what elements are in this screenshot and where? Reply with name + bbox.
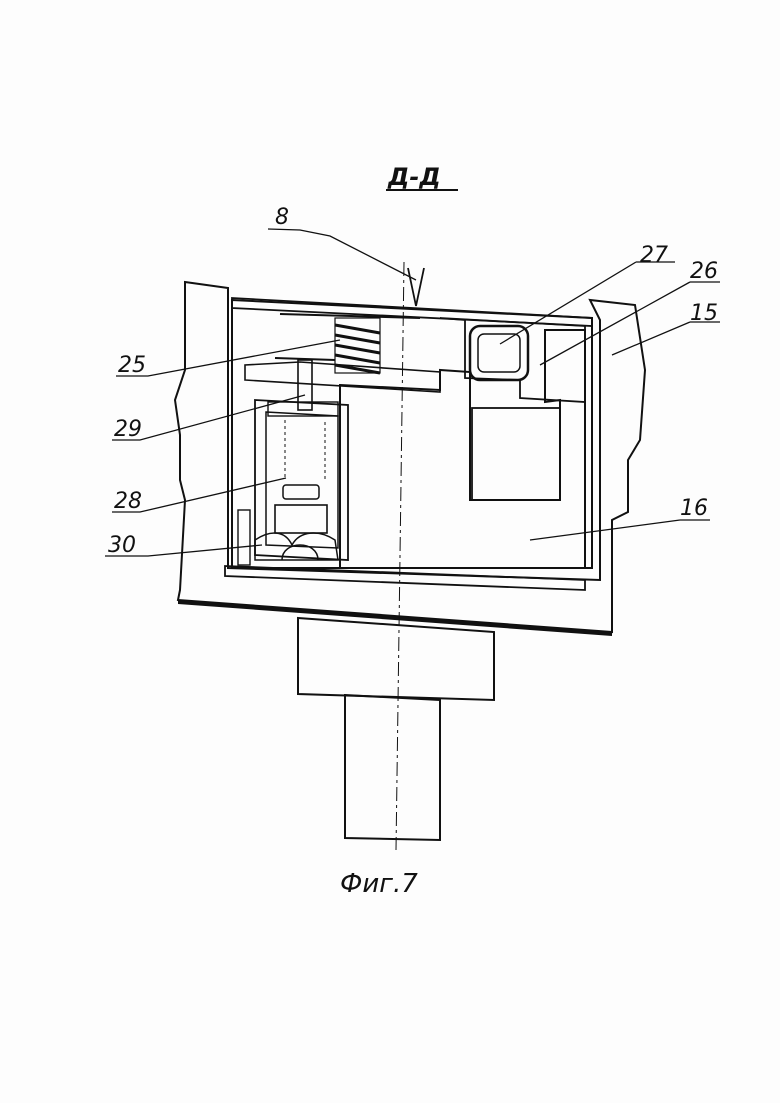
figure-caption: Фиг.7 (340, 869, 418, 899)
callout-8: 8 (275, 205, 289, 230)
shaft (345, 695, 440, 840)
callout-16: 16 (680, 496, 708, 521)
pointer-needle (408, 268, 424, 306)
section-title: Д-Д (387, 163, 441, 191)
callout-25: 25 (118, 353, 146, 378)
callout-15: 15 (690, 301, 718, 326)
callout-30: 30 (108, 533, 136, 558)
shaft-collar (298, 618, 494, 700)
base-plate (178, 600, 612, 636)
callout-26: 26 (690, 259, 718, 284)
callout-29: 29 (114, 417, 142, 442)
callout-27: 27 (640, 243, 668, 268)
callout-28: 28 (114, 489, 142, 514)
